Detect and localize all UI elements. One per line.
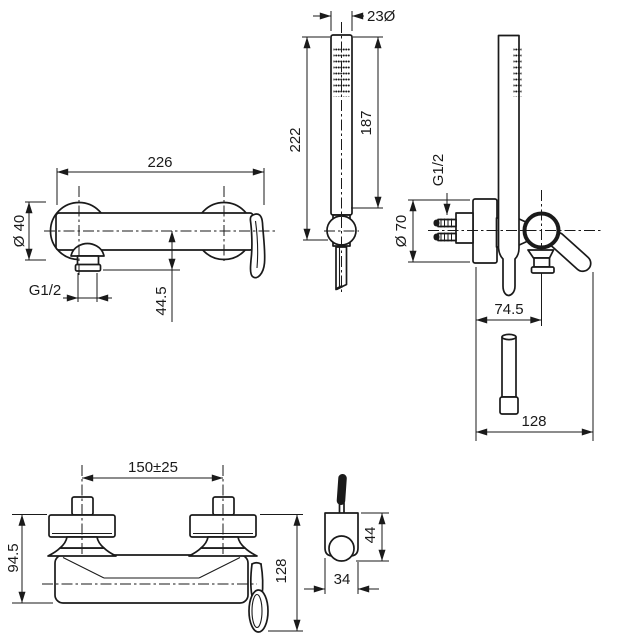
dim-bottom-inlet-spacing: 150±25: [128, 459, 178, 476]
mixer-bottom-view: 150±25 94.5 128: [5, 459, 303, 633]
dim-front-outlet-offset: 44.5: [153, 286, 170, 315]
lever-bottom-blade: [248, 589, 269, 633]
dim-side-wall-flange-diameter: Ø 70: [393, 215, 410, 248]
outlet-nut-side: [533, 257, 551, 268]
hand-shower-grip-section: [336, 474, 347, 505]
dim-front-escutcheon-diameter: Ø 40: [11, 215, 28, 248]
mixer-body-bottom: [54, 554, 249, 604]
dim-bottom-overall-depth: 128: [273, 558, 290, 583]
outlet-lip-side: [530, 266, 555, 274]
mixer-front-view: 226 Ø 40 44.5 G1/2: [11, 154, 278, 322]
dim-holder-width: 34: [334, 571, 351, 588]
dim-side-overall-projection: 128: [521, 413, 546, 430]
dim-side-inlet-thread: G1/2: [430, 154, 447, 187]
hand-shower-front-view: 23Ø 222 187: [287, 8, 396, 295]
hose-tube-side: [501, 336, 517, 398]
holder-bottom-view: 44 34: [304, 474, 389, 594]
right-union-neck: [200, 536, 246, 549]
dim-hand-shower-head-length: 187: [358, 110, 375, 135]
holder-socket-circle: [328, 535, 355, 562]
dim-hand-shower-head-diameter: 23Ø: [367, 8, 396, 25]
hose-stub-front: [335, 246, 348, 291]
hose-connector-side: [499, 396, 519, 415]
outlet-lip: [74, 263, 102, 272]
stud-cap-top: [433, 219, 440, 227]
spray-nozzles-front: [333, 48, 350, 97]
mixer-side-view: G1/2 Ø 70 74.5 128: [393, 34, 602, 441]
spray-nozzles-side: [513, 48, 522, 97]
stud-cap-bottom: [433, 233, 440, 241]
left-union-neck: [59, 536, 105, 549]
outlet-collar-side: [527, 249, 555, 259]
dim-hand-shower-total-length: 222: [287, 127, 304, 152]
dim-front-outlet-thread: G1/2: [29, 282, 62, 299]
dim-holder-depth: 44: [362, 527, 379, 544]
dim-side-spout-projection: 74.5: [494, 301, 523, 318]
dim-front-overall-width: 226: [147, 154, 172, 171]
inlet-block: [455, 212, 474, 244]
lever-front-inner-line: [254, 220, 259, 269]
dim-bottom-body-depth: 94.5: [5, 543, 22, 572]
